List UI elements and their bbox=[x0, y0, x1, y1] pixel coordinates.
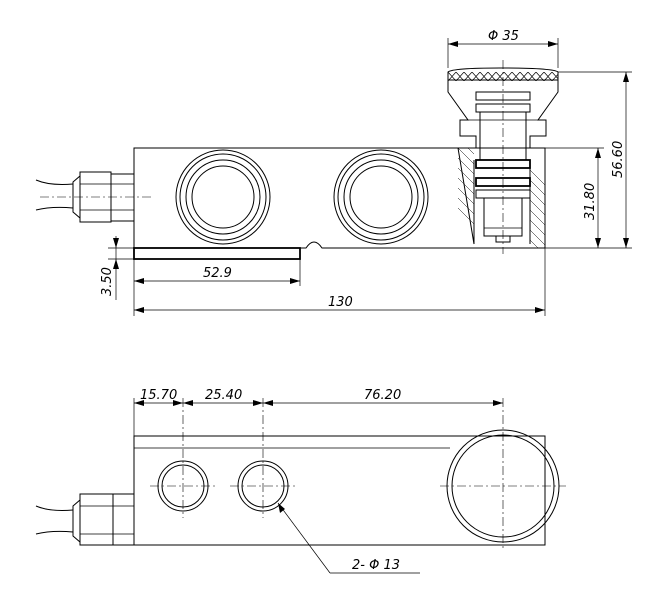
center-distance-label: 76.20 bbox=[364, 388, 401, 403]
mounting-hole-1 bbox=[150, 398, 216, 518]
dim-cap-diameter: Φ 35 bbox=[447, 29, 559, 68]
dim-plate-length: 52.9 bbox=[133, 259, 301, 316]
total-length-label: 130 bbox=[328, 295, 353, 310]
base-plate bbox=[133, 247, 301, 260]
body-height-label: 31.80 bbox=[583, 183, 598, 220]
load-button-top bbox=[440, 398, 566, 550]
plate-length-label: 52.9 bbox=[203, 266, 232, 281]
side-view: Φ 35 56.60 31.80 3.50 bbox=[35, 29, 632, 316]
dim-body-height: 31.80 bbox=[545, 147, 604, 248]
cap-diameter-label: Φ 35 bbox=[488, 29, 519, 44]
cable-gland-top bbox=[35, 493, 135, 546]
side-view-body-outline bbox=[133, 147, 546, 249]
dim-center-distance: 76.20 bbox=[364, 388, 401, 403]
cable-gland-side bbox=[35, 171, 152, 223]
dim-hole-spacing: 25.40 bbox=[205, 388, 242, 403]
hole-callout-label: 2- Φ 13 bbox=[352, 558, 400, 573]
top-view: 15.70 25.40 76.20 2- Φ 13 bbox=[35, 388, 566, 574]
hole-offset-label: 15.70 bbox=[140, 388, 177, 403]
boss-left bbox=[175, 149, 271, 245]
hole-callout: 2- Φ 13 bbox=[277, 502, 420, 574]
top-view-body-outline bbox=[133, 435, 546, 546]
boss-right bbox=[333, 149, 429, 245]
total-height-label: 56.60 bbox=[611, 141, 626, 178]
hole-spacing-label: 25.40 bbox=[205, 388, 242, 403]
plate-thickness-label: 3.50 bbox=[100, 267, 115, 296]
dim-plate-thickness: 3.50 bbox=[100, 236, 134, 300]
dim-total-height: 56.60 bbox=[545, 71, 632, 249]
dim-hole-offset: 15.70 bbox=[133, 388, 503, 436]
mounting-hole-2 bbox=[230, 398, 296, 518]
dim-total-length: 130 bbox=[134, 248, 546, 316]
load-button bbox=[447, 60, 559, 254]
